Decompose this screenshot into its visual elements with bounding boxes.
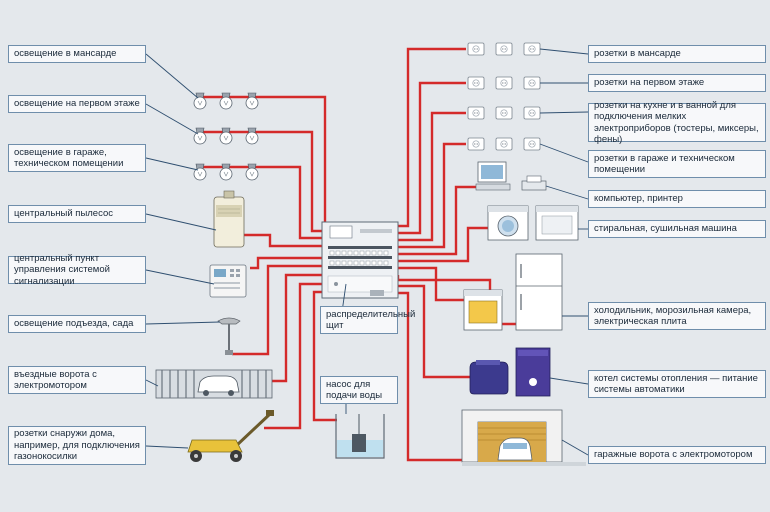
socket-icon — [523, 137, 541, 151]
wire-stove — [396, 266, 466, 302]
leader-line — [145, 213, 217, 231]
label-heating-boiler: котел системы отопления — питание систем… — [588, 370, 766, 398]
leader-line — [145, 445, 189, 449]
wire-outdoor-socket — [264, 282, 332, 430]
socket-icon — [523, 76, 541, 90]
leader-line — [539, 48, 589, 55]
socket-icon — [523, 106, 541, 120]
socket-icon — [495, 106, 513, 120]
wire-floor-sockets — [396, 81, 466, 235]
leader-line — [539, 111, 589, 114]
light-bulb-icon — [245, 92, 259, 110]
leader-line — [549, 377, 589, 385]
light-bulb-icon — [219, 127, 233, 145]
floor-sockets — [467, 76, 541, 90]
computer-icon — [475, 161, 511, 191]
alarm-panel-icon — [209, 264, 247, 298]
printer-icon — [521, 175, 547, 191]
attic-sockets — [467, 42, 541, 56]
leader-line — [145, 103, 199, 135]
label-floor-sockets: розетки на первом этаже — [588, 74, 766, 92]
wire-gate — [272, 273, 332, 383]
socket-icon — [495, 76, 513, 90]
label-distribution-panel: распределительный щит — [320, 306, 415, 334]
socket-icon — [467, 76, 485, 90]
leader-line — [145, 157, 199, 171]
label-attic-sockets: розетки в мансарде — [588, 45, 766, 63]
label-computer-printer: компьютер, принтер — [588, 190, 766, 208]
leaders — [145, 48, 589, 456]
socket-icon — [467, 137, 485, 151]
label-alarm-system: центральный пункт управления системой си… — [8, 253, 146, 287]
wire-computer — [396, 185, 482, 256]
label-central-vacuum: центральный пылесос — [8, 205, 146, 223]
distribution-panel-icon — [321, 221, 399, 299]
socket-icon — [467, 42, 485, 56]
wire-boiler — [396, 284, 472, 379]
label-floor-lighting: освещение на первом этаже — [8, 95, 146, 113]
socket-icon — [495, 137, 513, 151]
wire-attic-sockets — [396, 47, 466, 228]
wires — [200, 47, 516, 462]
water-pump-icon — [335, 414, 385, 459]
light-bulb-icon — [193, 92, 207, 110]
socket-icon — [467, 106, 485, 120]
wire-garage-door — [396, 291, 476, 462]
wire-porch-lighting — [232, 264, 332, 356]
label-kitchen-sockets: розетки на кухне и в ванной для подключе… — [588, 100, 766, 145]
label-garage-door: гаражные ворота с электромотором — [588, 446, 766, 464]
entrance-gate-icon — [155, 369, 273, 399]
label-garage-sockets: розетки в гараже и техническом помещении — [588, 150, 766, 178]
central-vacuum-icon — [213, 190, 245, 248]
lawn-mower-icon — [187, 410, 274, 462]
attic-lights — [193, 92, 259, 110]
leader-line — [545, 185, 589, 200]
electric-stove-icon — [463, 289, 503, 331]
leader-line — [539, 143, 589, 163]
light-bulb-icon — [219, 92, 233, 110]
label-garage-lighting: освещение в гараже, техническом помещени… — [8, 144, 146, 172]
garden-lamp-icon — [217, 317, 241, 355]
wire-alarm — [250, 256, 332, 270]
socket-icon — [523, 42, 541, 56]
kitchen-sockets — [467, 106, 541, 120]
wire-kitchen-sockets — [396, 111, 466, 242]
label-entrance-gate: въездные ворота с электромотором — [8, 366, 146, 394]
light-bulb-icon — [193, 127, 207, 145]
label-attic-lighting: освещение в мансарде — [8, 45, 146, 63]
fridge-icon — [515, 253, 563, 331]
washing-machine-icon — [487, 205, 529, 241]
leader-line — [145, 269, 215, 285]
wire-garage-sockets — [396, 142, 466, 249]
leader-line — [145, 321, 221, 325]
label-outdoor-sockets: розетки снаружи дома, например, для подк… — [8, 426, 146, 465]
leader-line — [145, 379, 159, 387]
socket-icon — [495, 42, 513, 56]
floor-lights — [193, 127, 259, 145]
boiler-icon — [469, 347, 551, 397]
garage-sockets — [467, 137, 541, 151]
leader-line — [145, 53, 199, 99]
wire-vacuum — [244, 233, 332, 248]
dryer-icon — [535, 205, 579, 241]
label-water-pump: насос для подачи воды — [320, 376, 398, 404]
light-bulb-icon — [245, 127, 259, 145]
label-fridge-stove: холодильник, морозильная камера, электри… — [588, 302, 766, 330]
leader-line — [561, 439, 589, 456]
garage-door-icon — [461, 409, 586, 466]
label-washer-dryer: стиральная, сушильная машина — [588, 220, 766, 238]
label-porch-lighting: освещение подъезда, сада — [8, 315, 146, 333]
wire-washer — [396, 226, 492, 263]
garage-lights — [193, 163, 259, 181]
